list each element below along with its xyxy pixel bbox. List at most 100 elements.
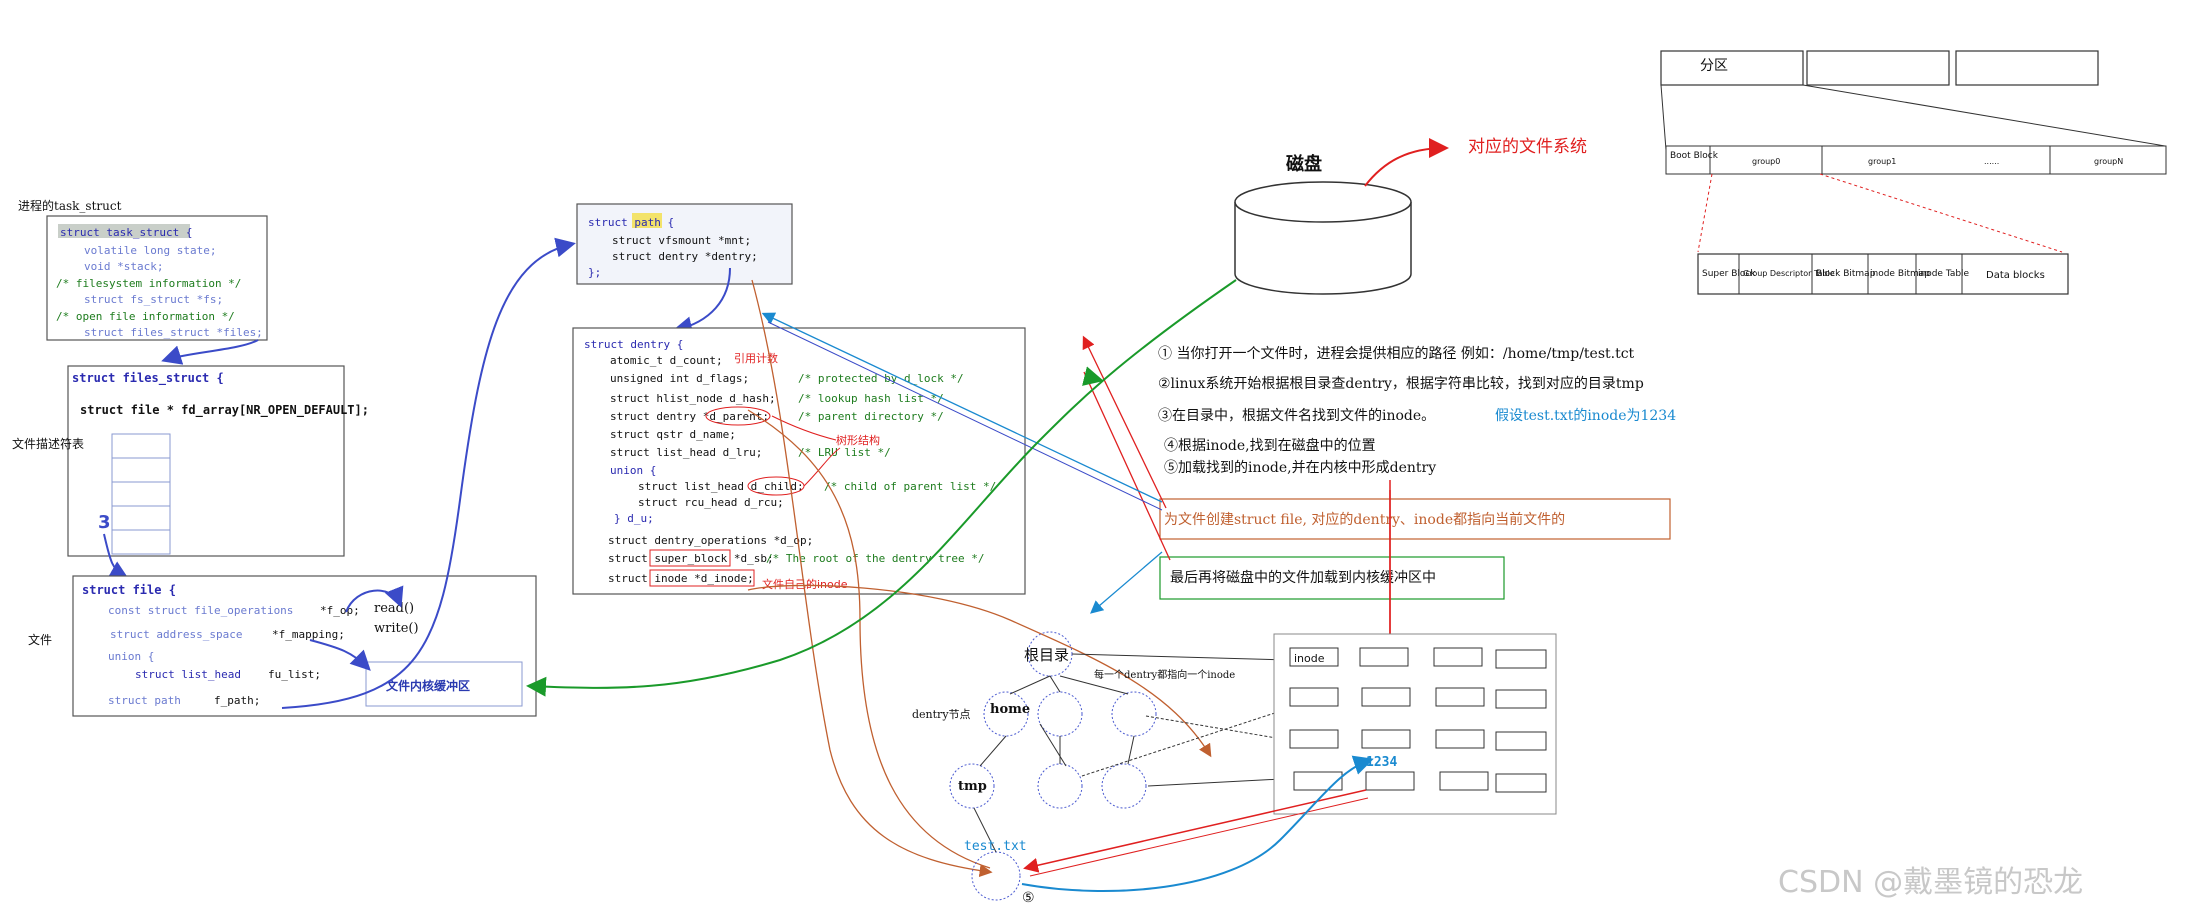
- file-struct-line1: struct file {: [82, 583, 176, 597]
- dentry-line6: struct qstr d_name;: [610, 428, 736, 441]
- arrow-path-to-dentry: [672, 267, 731, 337]
- arrow-disk-to-fs: [1364, 138, 1449, 187]
- line-tree-ann-1: [771, 415, 837, 441]
- dentry-line13: struct super_block *d_sb;: [608, 552, 774, 565]
- dentry-line10: struct rcu_head d_rcu;: [638, 496, 784, 509]
- tree-tmp-label: tmp: [958, 779, 987, 794]
- brown-path-to-test: [751, 279, 993, 878]
- dentry-ann-count: 引用计数: [734, 351, 778, 365]
- fd-index-number: 3: [98, 512, 111, 533]
- file-struct-line5: struct list_head: [135, 668, 241, 681]
- task-struct-line6: /* open file information */: [56, 310, 235, 323]
- green-disk-to-buffer: [526, 279, 1237, 697]
- file-struct-line3: struct address_space: [110, 628, 242, 641]
- boot-block-label: Boot Block: [1670, 151, 1719, 161]
- dentry-struct-block: struct dentry { atomic_t d_count; 引用计数 u…: [572, 327, 1026, 595]
- inode-cell-label: inode: [1294, 652, 1325, 665]
- dentry-ann-tree: 树形结构: [836, 433, 880, 447]
- dentry-line12: struct dentry_operations *d_op;: [608, 534, 813, 547]
- dentry-line9: struct list_head d_child;: [638, 480, 804, 493]
- cyan-arrow-to-path: [761, 312, 1163, 503]
- step-3: ③在目录中，根据文件名找到文件的inode。: [1158, 408, 1435, 424]
- file-struct-block: 文件 struct file { const struct file_opera…: [28, 575, 537, 717]
- fd-table-label: 文件描述符表: [12, 436, 84, 451]
- read-func: read(): [374, 601, 414, 616]
- tree-dentry-label: dentry节点: [912, 708, 971, 721]
- arrow-step-red-left: [1082, 335, 1167, 509]
- arrow-fop-read: [345, 585, 404, 613]
- task-struct-line7: struct files_struct *files;: [84, 326, 263, 339]
- brown-inode-to-table: [747, 584, 1212, 758]
- file-struct-line4: union {: [108, 650, 154, 663]
- dentry-line13c: /* The root of the dentry tree */: [766, 552, 985, 565]
- inode-number-label: 1234: [1366, 755, 1397, 770]
- arrow-fmapping-buffer: [309, 639, 371, 671]
- path-struct-line4: };: [588, 266, 601, 279]
- step-4: ④根据inode,找到在磁盘中的位置: [1164, 437, 1376, 454]
- inode-table-grid: inode 1234: [1273, 633, 1557, 815]
- tree-test-label: test.txt: [964, 839, 1027, 854]
- tree-home-label: home: [990, 702, 1030, 717]
- group1-label: group1: [1868, 157, 1896, 166]
- kernel-buffer-label: 文件内核缓冲区: [386, 678, 470, 693]
- file-struct-line2: const struct file_operations: [108, 604, 293, 617]
- dentry-line3: unsigned int d_flags;: [610, 372, 749, 385]
- step-5: ⑤加载找到的inode,并在内核中形成dentry: [1164, 460, 1436, 476]
- files-struct-line2: struct file * fd_array[NR_OPEN_DEFAULT];: [80, 403, 369, 418]
- dentry-line3c: /* protected by d_lock */: [798, 372, 964, 385]
- dentry-line7c: /* LRU list */: [798, 446, 891, 459]
- dentry-line4c: /* lookup hash list */: [798, 392, 944, 405]
- cell-data-blocks: Data blocks: [1986, 270, 2045, 281]
- file-struct-line6: struct path: [108, 694, 181, 707]
- cyan-arrow-to-path-2: [767, 321, 1163, 511]
- dentry-line11: } d_u;: [614, 512, 654, 525]
- files-struct-block: struct files_struct { struct file * fd_a…: [12, 365, 369, 557]
- watermark: CSDN @戴墨镜的恐龙: [1778, 865, 2083, 900]
- file-struct-line3b: *f_mapping;: [272, 628, 345, 641]
- arrow-fpath-to-path: [281, 237, 576, 709]
- group0-label: group0: [1752, 157, 1780, 166]
- task-struct-line5: struct fs_struct *fs;: [84, 293, 223, 306]
- cyan-arrow-test-to-inode: [1021, 755, 1374, 893]
- path-struct-line2: struct vfsmount *mnt;: [612, 234, 751, 247]
- dentry-line2: atomic_t d_count;: [610, 354, 723, 367]
- line-step-red-left2: [1083, 371, 1171, 561]
- dentry-ann-inode: 文件自己的inode: [762, 577, 848, 591]
- dentry-line14: struct inode *d_inode;: [608, 572, 754, 585]
- disk-cylinder: 磁盘: [1234, 153, 1412, 295]
- cell-super-block: Super Block: [1702, 269, 1756, 279]
- step-2: ②linux系统开始根据根目录查dentry，根据字符串比较，找到对应的目录tm…: [1158, 375, 1644, 392]
- cell-inode-bitmap: inode Bitmap: [1870, 269, 1930, 279]
- box-step-buffer: 最后再将磁盘中的文件加载到内核缓冲区中: [1170, 569, 1436, 586]
- file-label: 文件: [28, 632, 52, 647]
- fs-label: 对应的文件系统: [1468, 137, 1587, 157]
- disk-label: 磁盘: [1286, 153, 1322, 175]
- fd-array-cells: [111, 433, 171, 555]
- files-struct-line1: struct files_struct {: [72, 371, 224, 386]
- dentry-line1: struct dentry {: [584, 338, 683, 351]
- path-struct-line1: struct path {: [588, 216, 674, 229]
- file-struct-line5b: fu_list;: [268, 668, 321, 681]
- dentry-line5c: /* parent directory */: [798, 410, 944, 423]
- task-struct-caption: 进程的task_struct: [18, 198, 122, 213]
- dentry-line9c: /* child of parent list */: [824, 480, 996, 493]
- dentry-line4: struct hlist_node d_hash;: [610, 392, 776, 405]
- cell-block-bitmap: Block Bitmap: [1816, 269, 1876, 279]
- step-1: ① 当你打开一个文件时，进程会提供相应的路径 例如：/home/tmp/test…: [1158, 345, 1635, 362]
- partition-label: 分区: [1700, 58, 1728, 74]
- ellipsis-label: ......: [1984, 157, 1999, 166]
- dentry-line7: struct list_head d_lru;: [610, 446, 762, 459]
- cyan-arrow-to-tree: [1090, 551, 1163, 614]
- cell-gdt: Group Descriptor Table: [1743, 269, 1835, 278]
- path-struct-line3: struct dentry *dentry;: [612, 250, 758, 263]
- line-tree-ann-2: [803, 447, 841, 487]
- dentry-line8: union {: [610, 464, 656, 477]
- groupN-label: groupN: [2094, 157, 2123, 166]
- green-arrow-head-mid: [1082, 366, 1104, 386]
- task-struct-line4: /* filesystem information */: [56, 277, 241, 290]
- dentry-line5: struct dentry *d_parent;: [610, 410, 769, 423]
- partition-diagram: 分区 Boot Block group0 group1 ...... group…: [1660, 50, 2167, 295]
- red-arrow-inode-to-test-2: [1029, 797, 1369, 877]
- write-func: write(): [374, 621, 419, 636]
